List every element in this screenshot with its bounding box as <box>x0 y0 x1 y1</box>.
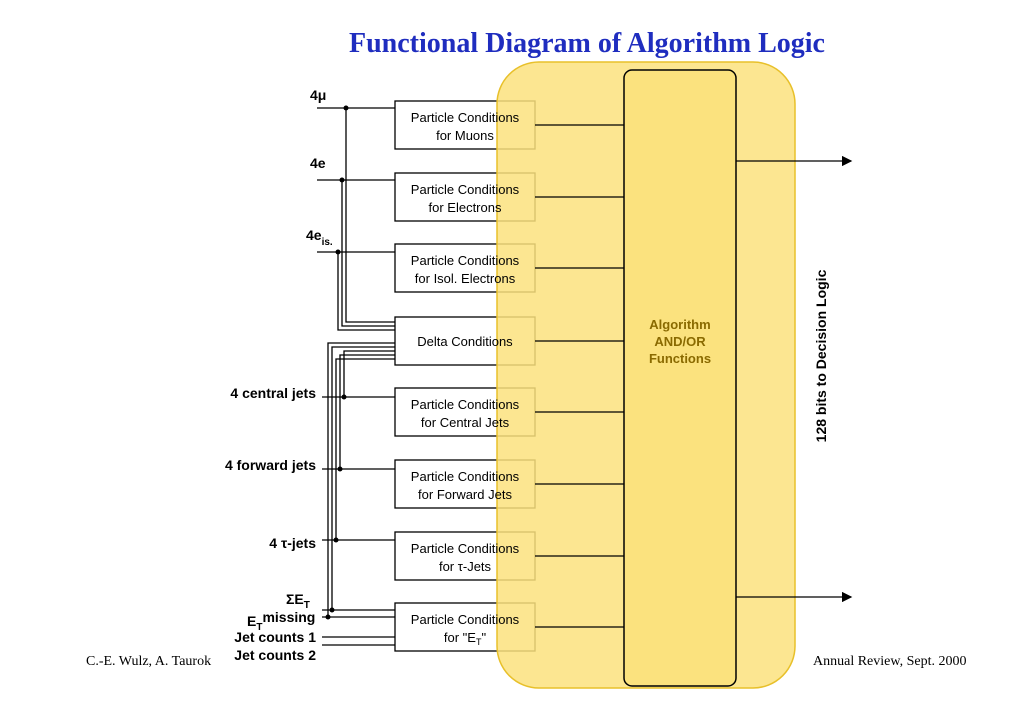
label-isol-electrons: 4eis. <box>306 227 333 248</box>
output-label: 128 bits to Decision Logic <box>813 269 829 442</box>
label-jet-counts-1: Jet counts 1 <box>234 629 316 645</box>
label-central-jets: 4 central jets <box>230 385 316 401</box>
box-central-line2: for Central Jets <box>421 415 510 430</box>
output-arrows <box>736 155 853 603</box>
box-delta-line1: Delta Conditions <box>417 334 513 349</box>
box-muons-line2: for Muons <box>436 128 494 143</box>
page-title: Functional Diagram of Algorithm Logic <box>349 28 825 59</box>
box-central-line1: Particle Conditions <box>411 397 520 412</box>
box-isol-line2: for Isol. Electrons <box>415 271 516 286</box>
box-electrons-line1: Particle Conditions <box>411 182 520 197</box>
label-forward-jets: 4 forward jets <box>225 457 316 473</box>
box-forward-line2: for Forward Jets <box>418 487 512 502</box>
algorithm-block <box>623 69 737 687</box>
box-tau-line2: for τ-Jets <box>439 559 492 574</box>
label-muons: 4μ <box>310 87 326 103</box>
label-tau-jets: 4 τ-jets <box>269 535 316 551</box>
footer-authors: C.-E. Wulz, A. Taurok <box>86 654 212 669</box>
footer-event: Annual Review, Sept. 2000 <box>813 654 967 669</box>
box-to-algorithm-lines <box>535 124 624 628</box>
box-et-line1: Particle Conditions <box>411 612 520 627</box>
label-jet-counts-2: Jet counts 2 <box>234 647 316 663</box>
input-lines <box>317 107 395 646</box>
box-tau-line1: Particle Conditions <box>411 541 520 556</box>
label-sum-et: ΣET <box>286 591 310 611</box>
box-et-line2: for "ET" <box>444 630 487 647</box>
box-labels: Particle Conditions for Muons Particle C… <box>411 110 520 647</box>
junction-dots <box>325 105 349 620</box>
label-et-missing: ETmissing <box>247 609 315 633</box>
box-electrons-line2: for Electrons <box>429 200 502 215</box>
algorithm-line1: Algorithm <box>649 317 710 332</box>
algorithm-line2: AND/OR <box>654 334 706 349</box>
box-muons-line1: Particle Conditions <box>411 110 520 125</box>
label-electrons: 4e <box>310 155 326 171</box>
box-forward-line1: Particle Conditions <box>411 469 520 484</box>
algorithm-line3: Functions <box>649 351 711 366</box>
input-labels: 4μ 4e 4eis. 4 central jets 4 forward jet… <box>225 87 333 663</box>
algorithm-label: Algorithm AND/OR Functions <box>649 317 711 366</box>
box-isol-line1: Particle Conditions <box>411 253 520 268</box>
